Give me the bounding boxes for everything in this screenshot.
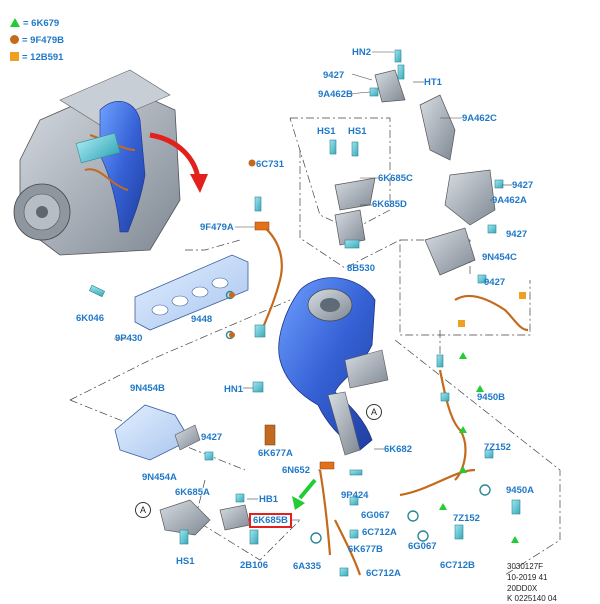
- footer-code-3: 20DD0X: [507, 584, 538, 593]
- fasteners: [88, 49, 521, 577]
- label-6c712b: 6C712B: [440, 560, 475, 571]
- brown-circle-icon: [10, 35, 19, 44]
- label-9n454c: 9N454C: [482, 252, 517, 263]
- label-hb1: HB1: [259, 494, 279, 505]
- label-hs1-c: HS1: [176, 556, 195, 567]
- label-9p430: 9P430: [115, 333, 143, 344]
- label-6k677b: 6K677B: [348, 544, 383, 555]
- marker-symbols: [229, 159, 526, 543]
- label-7z152-b: 7Z152: [453, 513, 480, 524]
- bracket-9a462c: [419, 94, 456, 161]
- footer-code-4: K 0225140 04: [507, 594, 557, 603]
- green-triangle-icon: [10, 18, 20, 27]
- label-9n454b: 9N454B: [130, 383, 165, 394]
- label-6c712a-b: 6C712A: [366, 568, 401, 579]
- label-6a335: 6A335: [293, 561, 321, 572]
- label-hs1-a: HS1: [317, 126, 336, 137]
- highlighted-part-6k685b[interactable]: 6K685B: [249, 513, 292, 528]
- label-hs1-b: HS1: [348, 126, 367, 137]
- manifold-gasket: [134, 254, 249, 331]
- label-hn1: HN1: [224, 384, 244, 395]
- label-9427-b: 9427: [512, 180, 534, 191]
- legend-item-9f479b: = 9F479B: [10, 35, 64, 46]
- bracket-9n454c: [424, 227, 476, 276]
- bracket-6k685a: [159, 499, 211, 536]
- label-9a462c: 9A462C: [462, 113, 497, 124]
- label-9448: 9448: [191, 314, 213, 325]
- label-6k677a: 6K677A: [258, 448, 293, 459]
- label-6g067-a: 6G067: [361, 510, 390, 521]
- label-9n454a: 9N454A: [142, 472, 177, 483]
- label-9450b: 9450B: [477, 392, 505, 403]
- footer-code-2: 10-2019 41: [507, 573, 548, 582]
- label-2b106: 2B106: [240, 560, 268, 571]
- orange-square-icon: [10, 52, 19, 61]
- legend-item-6k679: = 6K679: [10, 18, 59, 29]
- legend-item-12b591: = 12B591: [10, 52, 63, 63]
- pipe-6k677a: [264, 424, 276, 446]
- label-9f479a: 9F479A: [200, 222, 234, 233]
- label-9427-a: 9427: [323, 70, 345, 81]
- green-arrow-icon: [298, 478, 317, 500]
- footer-code-1: 3030127F: [507, 562, 544, 571]
- label-6n652: 6N652: [282, 465, 310, 476]
- bracket-9a462a: [444, 169, 496, 226]
- label-6g067-b: 6G067: [408, 541, 437, 552]
- label-ht1: HT1: [424, 77, 442, 88]
- label-9427-d: 9427: [484, 277, 506, 288]
- label-6k685c: 6K685C: [378, 173, 413, 184]
- label-7z152-a: 7Z152: [484, 442, 511, 453]
- label-9a462a: 9A462A: [492, 195, 527, 206]
- label-9a462b: 9A462B: [318, 89, 353, 100]
- heat-shield-9n454b: [114, 404, 191, 461]
- label-6k685d: 6K685D: [372, 199, 407, 210]
- label-9427-e: 9427: [201, 432, 223, 443]
- label-6c712a-a: 6C712A: [362, 527, 397, 538]
- label-6k682: 6K682: [384, 444, 412, 455]
- label-9p424: 9P424: [341, 490, 369, 501]
- callout-a-upper: A: [366, 404, 382, 420]
- label-6k046: 6K046: [76, 313, 104, 324]
- engine-icon: [13, 69, 181, 256]
- label-8b530: 8B530: [347, 263, 375, 274]
- label-hn2: HN2: [352, 47, 372, 58]
- label-9450a: 9450A: [506, 485, 534, 496]
- callout-a-lower: A: [135, 502, 151, 518]
- label-6c731: 6C731: [256, 159, 284, 170]
- label-6k685a: 6K685A: [175, 487, 210, 498]
- arrow-icon: [149, 132, 201, 179]
- turbocharger-icon: [278, 277, 389, 456]
- boundary-lines: [69, 117, 561, 576]
- label-9427-c: 9427: [506, 229, 528, 240]
